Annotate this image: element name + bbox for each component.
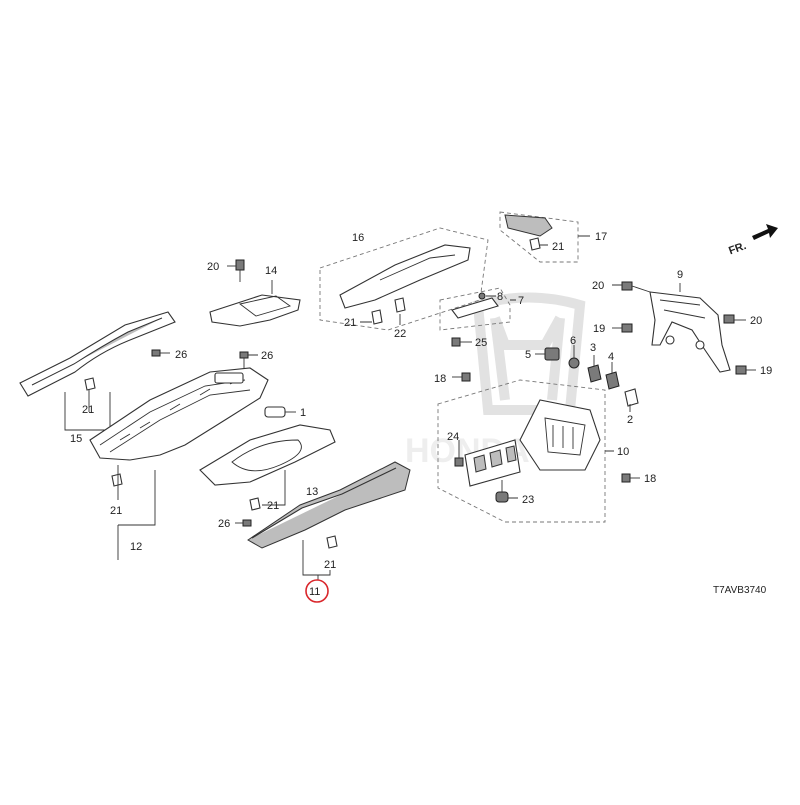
- part-14-bracket: [209, 280, 301, 327]
- part-1-clip: [264, 406, 296, 418]
- fasteners-left: [151, 259, 258, 527]
- callout-1: 1: [300, 407, 306, 419]
- callout-20c: 20: [750, 315, 762, 327]
- callout-17: 17: [595, 231, 607, 243]
- part-7-group: [439, 287, 516, 331]
- callout-25: 25: [475, 337, 487, 349]
- callout-13: 13: [306, 486, 318, 498]
- callout-12: 12: [130, 541, 142, 553]
- front-arrow-icon: [752, 224, 778, 240]
- part-17-group: [499, 211, 590, 263]
- callout-3: 3: [590, 342, 596, 354]
- callout-9: 9: [677, 269, 683, 281]
- callout-26b: 26: [261, 350, 273, 362]
- front-arrow: FR.: [727, 224, 778, 257]
- callout-15: 15: [70, 433, 82, 445]
- callout-21a: 21: [82, 404, 94, 416]
- part-11-garnish: [247, 461, 411, 580]
- part-9-bracket: [649, 283, 731, 373]
- callout-10: 10: [617, 446, 629, 458]
- part-16-group: [319, 227, 489, 331]
- callout-20b: 20: [592, 280, 604, 292]
- part-10-group: [437, 379, 614, 523]
- callout-21c: 21: [267, 500, 279, 512]
- callout-19b: 19: [760, 365, 772, 377]
- callout-21b: 21: [110, 505, 122, 517]
- callout-21e: 21: [344, 317, 356, 329]
- part-13-shift-panel: [199, 424, 336, 511]
- callout-5: 5: [525, 349, 531, 361]
- fasteners-right: [451, 281, 756, 483]
- callout-26c: 26: [218, 518, 230, 530]
- front-label: FR.: [727, 240, 748, 257]
- callout-22: 22: [394, 328, 406, 340]
- callout-4: 4: [608, 351, 614, 363]
- callout-2: 2: [627, 414, 633, 426]
- callout-7: 7: [518, 295, 524, 307]
- callout-19a: 19: [593, 323, 605, 335]
- highlight-ring: [305, 579, 329, 603]
- diagram-code: T7AVB3740: [713, 585, 767, 596]
- callout-18b: 18: [644, 473, 656, 485]
- callout-8: 8: [497, 291, 503, 303]
- callout-11: 11: [309, 586, 320, 598]
- callout-6: 6: [570, 335, 576, 347]
- callout-23: 23: [522, 494, 534, 506]
- callouts: 1 2 3 4 5 6 7 8 9 10 11 12 13 14 15 16 1…: [70, 231, 772, 598]
- part-15-side-trim: [19, 311, 176, 431]
- part-12-console-frame: [89, 367, 269, 560]
- switch-parts: [535, 345, 639, 412]
- callout-16: 16: [352, 232, 364, 244]
- callout-21d: 21: [324, 559, 336, 571]
- callout-20a: 20: [207, 261, 219, 273]
- callout-21f: 21: [552, 241, 564, 253]
- callout-24: 24: [447, 431, 459, 443]
- callout-18a: 18: [434, 373, 446, 385]
- callout-14: 14: [265, 265, 277, 277]
- callout-26a: 26: [175, 349, 187, 361]
